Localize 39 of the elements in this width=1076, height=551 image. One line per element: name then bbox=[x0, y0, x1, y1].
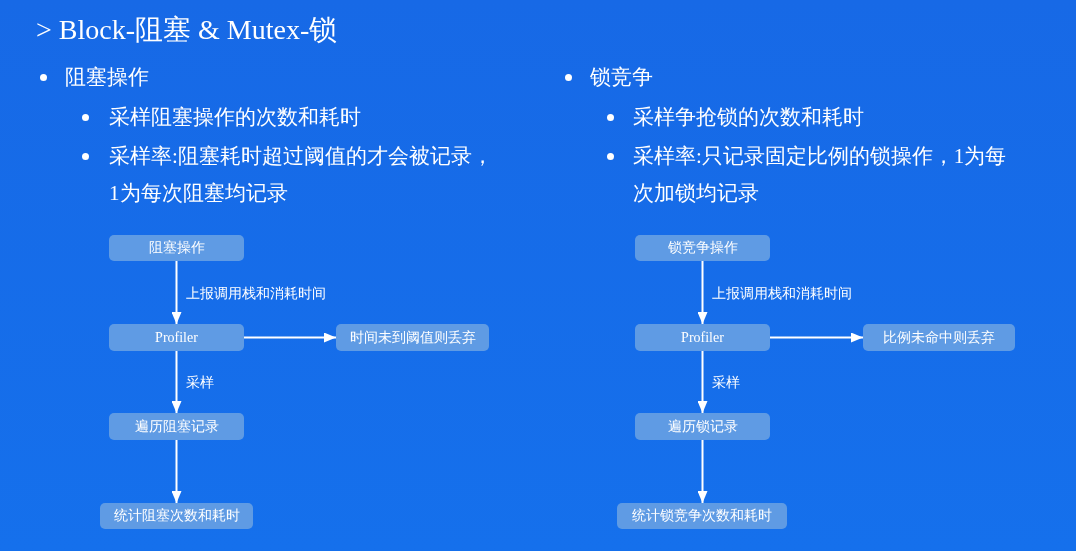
box-label: 锁竞争操作 bbox=[667, 239, 738, 257]
arrow bbox=[243, 332, 337, 343]
box-label: 阻塞操作 bbox=[148, 239, 205, 257]
box-label: Profiler bbox=[681, 328, 724, 347]
box-label: 统计阻塞次数和耗时 bbox=[113, 507, 240, 525]
arrow bbox=[171, 439, 182, 504]
arrow bbox=[697, 439, 708, 504]
box-label: 遍历锁记录 bbox=[667, 417, 738, 436]
arrow bbox=[769, 332, 864, 343]
edge-label: 采样 bbox=[711, 373, 740, 391]
box-label: Profiler bbox=[155, 328, 198, 347]
process-box bbox=[100, 503, 253, 529]
process-box bbox=[617, 503, 787, 529]
process-box bbox=[635, 413, 770, 440]
arrow bbox=[171, 350, 182, 414]
box-label: 遍历阻塞记录 bbox=[134, 417, 219, 436]
edge-label: 上报调用栈和消耗时间 bbox=[711, 283, 852, 302]
bullet-text: 采样率:阻塞耗时超过阈值的才会被记录，1为每次阻塞均记录 bbox=[109, 143, 494, 207]
bullet-text: 采样率:只记录固定比例的锁操作，1为每次加锁均记录 bbox=[633, 143, 1008, 207]
arrow bbox=[171, 260, 182, 325]
process-box bbox=[109, 413, 244, 440]
bullet-heading: 锁竞争 bbox=[590, 64, 653, 91]
process-box bbox=[635, 235, 770, 261]
box-label: 统计锁竞争次数和耗时 bbox=[632, 507, 772, 525]
arrow bbox=[697, 350, 708, 414]
bullet-heading: 阻塞操作 bbox=[65, 64, 149, 91]
box-label: 时间未到阈值则丢弃 bbox=[349, 328, 476, 347]
arrow bbox=[697, 260, 708, 325]
edge-label: 采样 bbox=[185, 373, 214, 391]
edge-label: 上报调用栈和消耗时间 bbox=[185, 283, 326, 302]
process-box bbox=[109, 324, 244, 351]
process-box bbox=[336, 324, 489, 351]
slide-title: > Block-阻塞 & Mutex-锁 bbox=[36, 13, 338, 47]
process-box bbox=[635, 324, 770, 351]
bullet-text: 采样阻塞操作的次数和耗时 bbox=[109, 104, 361, 131]
process-box bbox=[109, 235, 244, 261]
box-label: 比例未命中则丢弃 bbox=[883, 328, 995, 347]
process-box bbox=[863, 324, 1015, 351]
bullet-text: 采样争抢锁的次数和耗时 bbox=[633, 104, 864, 131]
